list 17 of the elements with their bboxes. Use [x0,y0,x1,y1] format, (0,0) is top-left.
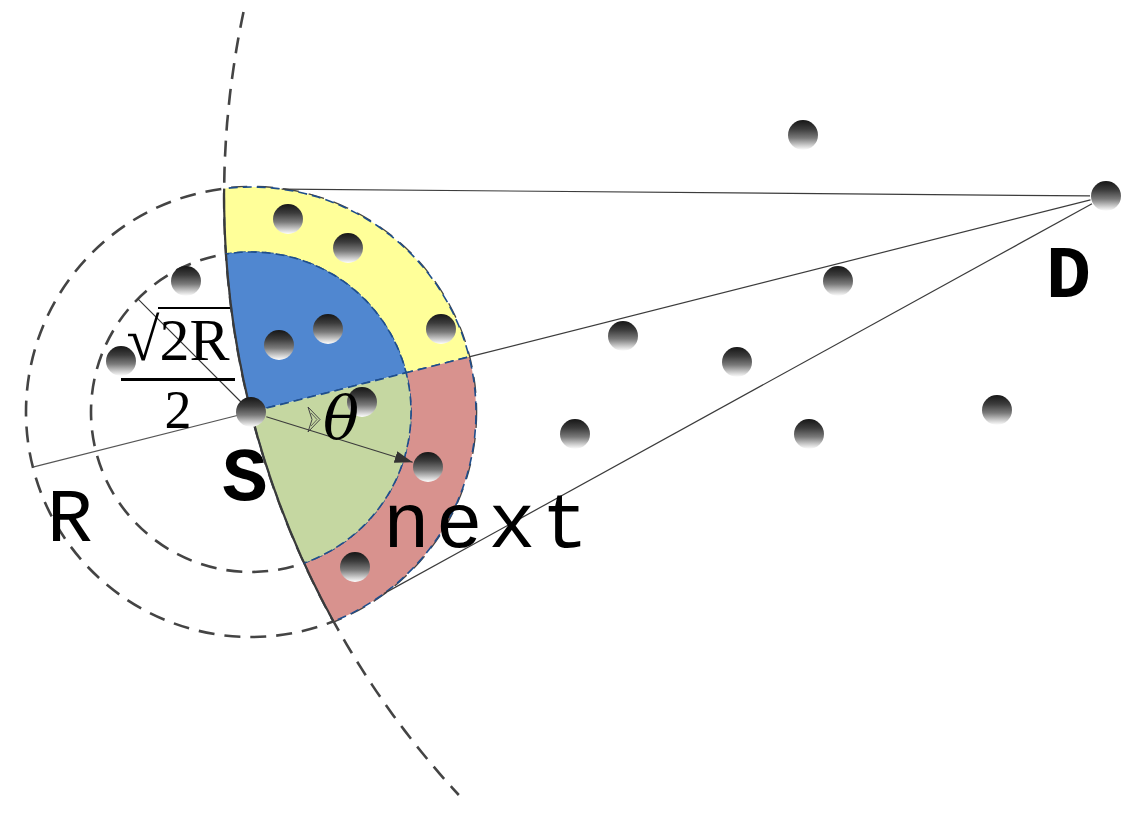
node-label: D [1046,240,1091,315]
angle-label: θ [323,388,360,448]
node-dot [982,395,1012,425]
node-dot [788,120,818,150]
node-dot [823,266,853,296]
fraction-denominator: 2 [164,383,192,437]
connector-line [383,203,1093,595]
node-dot [608,321,638,351]
connector-line [281,188,1091,197]
node-dot [171,266,201,296]
connector-line [468,199,1092,358]
node-label: S [222,442,268,518]
radius-label: R [47,483,93,559]
arrow [265,416,414,463]
node-dot [722,347,752,377]
node-dot [794,419,824,449]
node-dot [560,419,590,449]
